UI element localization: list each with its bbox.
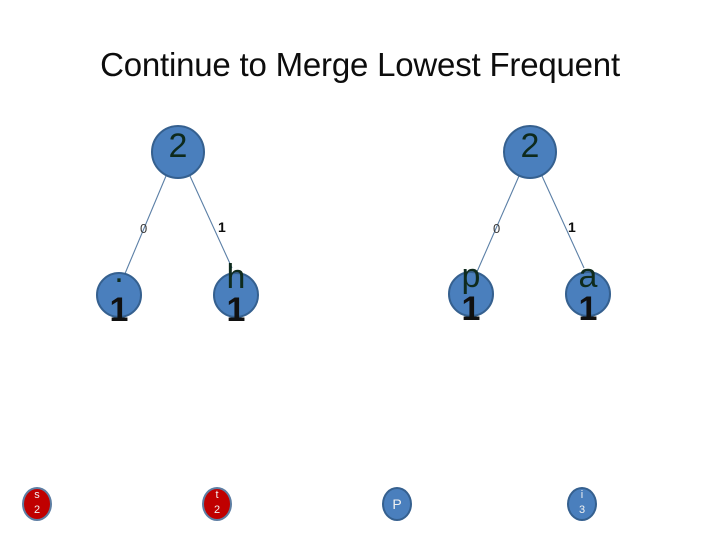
node-right-root[interactable]: 2 (503, 125, 557, 179)
edge-right-tree-0 (475, 175, 520, 275)
edge-left-tree-1 (189, 175, 233, 269)
node-bottom-i[interactable]: i 3 (567, 487, 597, 521)
edge-left-tree-0 (123, 175, 167, 277)
node-bottom-i-frequency: 3 (578, 504, 586, 516)
node-bottom-t-symbol: t (215, 489, 219, 501)
node-left-root[interactable]: 2 (151, 125, 205, 179)
node-right-root-value: 2 (520, 127, 540, 165)
node-bottom-s-frequency: 2 (33, 504, 41, 516)
node-bottom-s-symbol: s (34, 489, 40, 501)
node-bottom-p-symbol: P (392, 496, 402, 512)
edge-right-tree-1 (541, 175, 585, 269)
node-bottom-t-frequency: 2 (213, 504, 221, 516)
page-title: Continue to Merge Lowest Frequent (100, 46, 620, 83)
node-right-leaf-p[interactable]: p 1 (448, 259, 494, 326)
node-left-leaf-h[interactable]: h 1 (213, 260, 259, 327)
node-left-root-value: 2 (168, 127, 188, 165)
node-left-leaf-dot[interactable]: . 1 (96, 254, 142, 327)
node-bottom-t[interactable]: t 2 (202, 487, 232, 521)
node-bottom-i-symbol: i (580, 489, 584, 501)
node-bottom-p[interactable]: P (382, 487, 412, 521)
node-bottom-s[interactable]: s 2 (22, 487, 52, 521)
node-right-leaf-a[interactable]: a 1 (565, 259, 611, 326)
